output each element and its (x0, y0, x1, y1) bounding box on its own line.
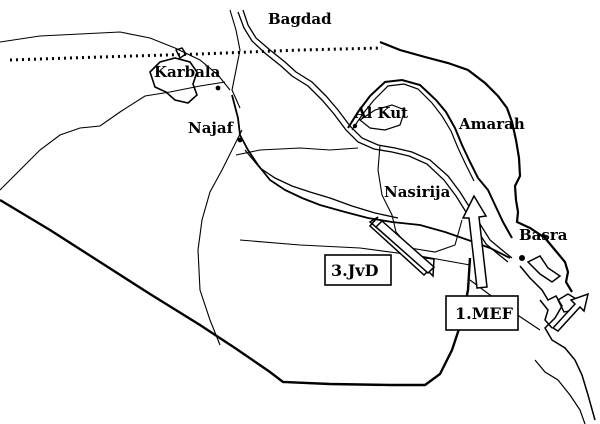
border-iran (379, 40, 573, 293)
unit-label-1-mef: 1.MEF (455, 304, 514, 323)
coast-kuwait (534, 359, 586, 424)
dot-najaf (237, 137, 243, 143)
river-euphrates (231, 94, 511, 259)
label-nasirija: Nasirija (384, 183, 451, 201)
arrow-basra (526, 255, 562, 283)
unit-label-3-jvd: 3.JvD (331, 261, 379, 280)
road-west (0, 81, 226, 191)
coast-gulf (519, 265, 596, 421)
dot-al-kut (352, 123, 358, 129)
road-kut-south (377, 144, 463, 253)
river-euphrates-2 (244, 149, 399, 219)
road-desert (239, 239, 471, 266)
road-najaf-south (197, 129, 243, 346)
road-najaf-east (235, 147, 359, 156)
road-bagdad-junction (229, 9, 241, 109)
label-najaf: Najaf (188, 119, 235, 137)
label-basra: Basra (519, 226, 568, 244)
label-amarah: Amarah (458, 115, 525, 133)
lake-razazah (149, 57, 198, 104)
dot-basra (519, 255, 525, 261)
loop-kut (358, 104, 406, 131)
label-al-kut: Al Kut (354, 104, 408, 122)
coast-kuwait-bay (539, 299, 553, 329)
arrow-1-mef-east (551, 292, 590, 332)
river-kut-amarah (347, 78, 513, 239)
river-kut-amarah-2 (351, 83, 475, 182)
dot-karbala (215, 85, 221, 91)
label-karbala: Karbala (154, 63, 221, 81)
label-bagdad: Bagdad (268, 10, 332, 28)
arrow-1-mef-north (461, 194, 488, 289)
border-saudi (0, 198, 472, 387)
no-fly-line (9, 46, 383, 62)
arrow-3-jvd-body (374, 219, 436, 275)
unit-box-1-mef: 1.MEF (445, 295, 519, 331)
unit-box-3-jvd: 3.JvD (324, 254, 392, 286)
road-bagdad-south (0, 31, 231, 91)
